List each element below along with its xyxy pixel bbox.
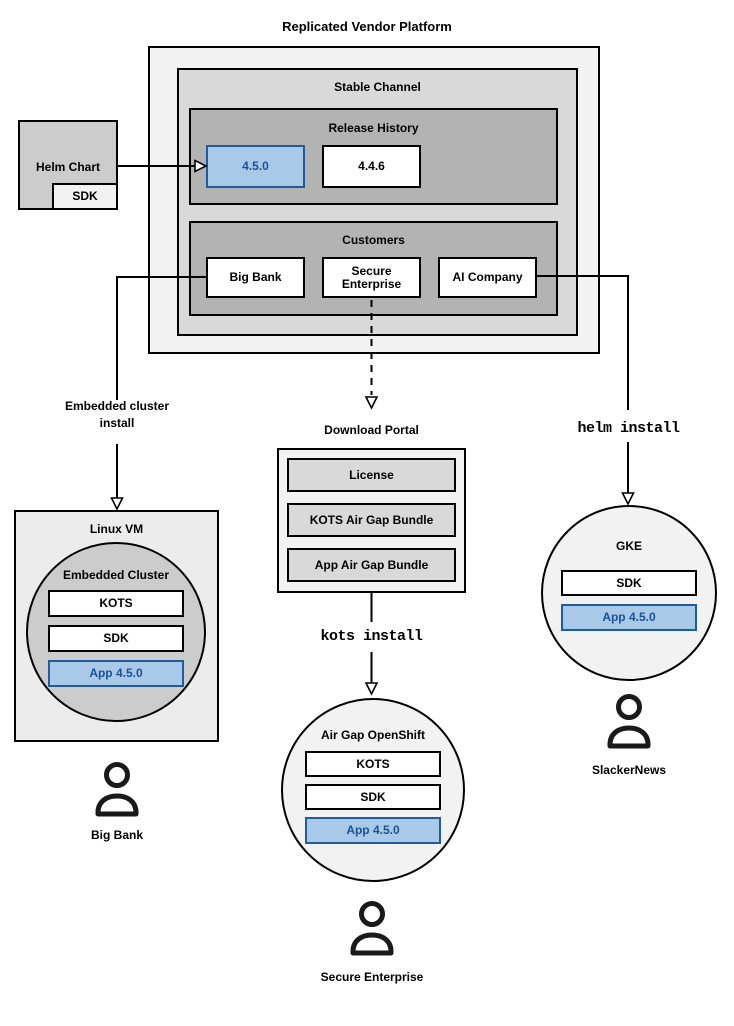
helm-chart-label: Helm Chart <box>35 160 100 174</box>
embedded-kots-box: KOTS <box>48 590 184 617</box>
embedded-app-label: App 4.5.0 <box>89 666 143 680</box>
release-4-4-6-box: 4.4.6 <box>322 145 421 188</box>
customer-ai-company-label: AI Company <box>452 270 523 284</box>
customer-secure-enterprise-label: Secure Enterprise <box>341 263 402 291</box>
release-history-label: Release History <box>328 121 419 135</box>
release-4-5-0-box: 4.5.0 <box>206 145 305 188</box>
gke-sdk-label: SDK <box>616 575 642 590</box>
gke-sdk-box: SDK <box>561 570 697 596</box>
portal-license-box: License <box>287 458 456 492</box>
big-bank-user-label: Big Bank <box>90 828 143 842</box>
embedded-app-box: App 4.5.0 <box>48 660 184 687</box>
openshift-sdk-label: SDK <box>360 789 386 804</box>
gke-label: GKE <box>615 539 642 553</box>
embedded-install-arrowhead <box>110 497 124 511</box>
release-4-4-6-label: 4.4.6 <box>358 159 385 173</box>
kots-install-label: kots install <box>320 628 423 645</box>
openshift-app-label: App 4.5.0 <box>346 823 400 837</box>
release-4-5-0-label: 4.5.0 <box>242 159 269 173</box>
openshift-sdk-box: SDK <box>305 784 441 810</box>
secure-enterprise-user <box>348 899 396 962</box>
portal-kots-bundle-label: KOTS Air Gap Bundle <box>309 512 434 527</box>
embedded-sdk-label: SDK <box>103 631 129 645</box>
helm-install-label: helm install <box>577 420 680 437</box>
helm-chart-sdk-box: SDK <box>52 183 118 210</box>
customer-big-bank-box: Big Bank <box>206 257 305 298</box>
embedded-install-label: Embedded cluster install <box>64 399 170 430</box>
openshift-kots-label: KOTS <box>356 756 390 771</box>
slackernews-user <box>605 692 653 755</box>
secure-enterprise-user-label: Secure Enterprise <box>320 970 424 984</box>
diagram-title: Replicated Vendor Platform <box>282 19 452 34</box>
portal-license-label: License <box>349 467 394 482</box>
gke-app-label: App 4.5.0 <box>602 610 656 624</box>
kots-install-arrowhead <box>364 682 379 696</box>
gke-app-box: App 4.5.0 <box>561 604 697 631</box>
openshift-kots-box: KOTS <box>305 751 441 777</box>
download-portal-title: Download Portal <box>324 423 419 437</box>
customer-secure-enterprise-box: Secure Enterprise <box>322 257 421 298</box>
helm-install-arrowhead <box>621 492 635 506</box>
helm-chart-sdk-label: SDK <box>72 189 98 203</box>
openshift-app-box: App 4.5.0 <box>305 817 441 844</box>
embedded-cluster-label: Embedded Cluster <box>62 568 170 582</box>
portal-app-bundle-label: App Air Gap Bundle <box>314 557 429 572</box>
user-icon <box>607 694 651 749</box>
linux-vm-label: Linux VM <box>89 522 144 536</box>
user-icon <box>95 762 139 817</box>
big-bank-user <box>93 760 141 823</box>
customer-big-bank-label: Big Bank <box>229 270 282 284</box>
stable-channel-label: Stable Channel <box>334 80 421 94</box>
openshift-label: Air Gap OpenShift <box>320 728 425 742</box>
customer-ai-company-box: AI Company <box>438 257 537 298</box>
portal-app-bundle-box: App Air Gap Bundle <box>287 548 456 582</box>
slackernews-user-label: SlackerNews <box>591 763 667 777</box>
portal-kots-bundle-box: KOTS Air Gap Bundle <box>287 503 456 537</box>
embedded-kots-label: KOTS <box>99 596 133 610</box>
customers-label: Customers <box>342 233 405 247</box>
embedded-sdk-box: SDK <box>48 625 184 652</box>
secure-enterprise-arrowhead <box>364 396 379 410</box>
user-icon <box>350 901 394 956</box>
